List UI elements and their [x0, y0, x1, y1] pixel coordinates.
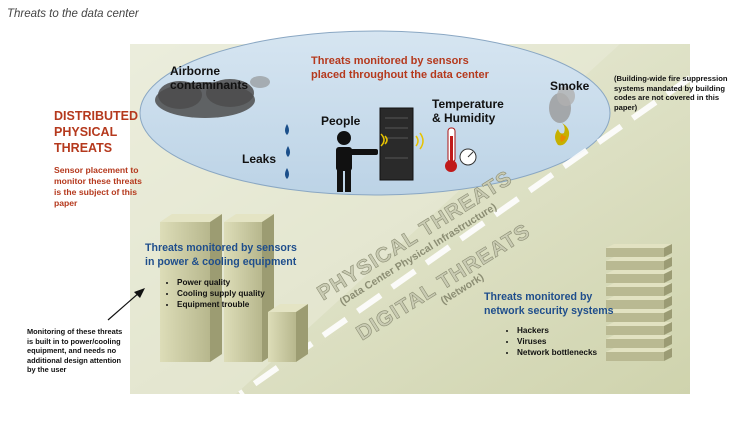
sensors-heading-line: placed throughout the data center: [311, 69, 489, 81]
network-server-stack-icon: [606, 244, 672, 361]
server-slab: [664, 244, 672, 257]
server-slab: [606, 322, 672, 326]
server-slab: [606, 270, 672, 274]
flame-icon: [555, 123, 570, 146]
server-slab: [606, 352, 664, 361]
builtin-note-line: by the user: [27, 365, 67, 375]
person-icon: [336, 131, 378, 192]
network-threats-list: Hackers Viruses Network bottlenecks: [503, 325, 597, 358]
server-slab: [664, 270, 672, 283]
temperature-label: Temperature & Humidity: [432, 97, 504, 125]
server-slab: [606, 300, 664, 309]
distributed-note-line: monitor these threats: [54, 176, 142, 186]
server-slab: [606, 313, 664, 322]
builtin-monitoring-note: Monitoring of these threats is built in …: [27, 327, 122, 375]
list-item: Cooling supply quality: [177, 288, 265, 299]
server-slab: [606, 248, 664, 257]
distributed-note-line: paper: [54, 198, 78, 208]
server-slab: [606, 283, 672, 287]
server-slab: [606, 326, 664, 335]
figure-caption: Threats to the data center: [7, 8, 139, 20]
distributed-threats-note: Sensor placement to monitor these threat…: [54, 165, 142, 209]
server-slab: [606, 309, 672, 313]
fire-note-line: systems mandated by building: [614, 83, 725, 93]
server-slab: [664, 283, 672, 296]
server-slab: [606, 274, 664, 283]
distributed-threats-label: DISTRIBUTED PHYSICAL THREATS: [54, 108, 138, 156]
airborne-label-line: Airborne: [170, 64, 221, 78]
builtin-note-line: is built in to power/cooling: [27, 336, 121, 346]
server-slab: [606, 335, 672, 339]
builtin-note-line: additional design attention: [27, 355, 122, 365]
power-heading-line: Threats monitored by sensors: [145, 242, 297, 254]
power-cooling-heading: Threats monitored by sensors in power & …: [145, 241, 297, 269]
server-rack-icon: [379, 107, 424, 181]
airborne-label: Airborne contaminants: [170, 64, 248, 92]
callout-arrow: [107, 288, 145, 321]
server-slab: [606, 257, 672, 261]
server-slab: [664, 257, 672, 270]
distributed-threats-ellipse: [139, 30, 611, 196]
temperature-label-line: Temperature: [432, 97, 504, 111]
builtin-note-line: Monitoring of these threats: [27, 327, 123, 336]
sensors-heading: Threats monitored by sensors placed thro…: [311, 54, 489, 82]
server-slab: [606, 348, 672, 352]
distributed-label-line: PHYSICAL: [54, 125, 118, 139]
distributed-label-line: THREATS: [54, 141, 113, 155]
server-slab: [606, 261, 664, 270]
power-heading-line: in power & cooling equipment: [145, 256, 297, 268]
server-slab: [606, 339, 664, 348]
network-heading-line: Threats monitored by: [484, 291, 593, 303]
distributed-note-line: is the subject of this: [54, 187, 138, 197]
power-cooling-equipment-icon: [160, 214, 308, 362]
power-cooling-list: Power quality Cooling supply quality Equ…: [163, 277, 265, 310]
cloud-icon: [155, 76, 270, 118]
server-slab: [664, 335, 672, 348]
network-heading-line: network security systems: [484, 305, 614, 317]
server-slab: [606, 287, 664, 296]
smoke-label: Smoke: [550, 79, 590, 93]
list-item: Hackers: [517, 325, 597, 336]
fire-note-line: paper): [614, 102, 638, 112]
builtin-note-line: equipment, and needs no: [27, 346, 117, 356]
distributed-label-line: DISTRIBUTED: [54, 109, 139, 123]
server-slab: [664, 348, 672, 361]
fire-note-line: (Building-wide fire suppression: [614, 74, 728, 83]
smoke-icon: [549, 86, 575, 123]
humidity-gauge-icon: [459, 148, 477, 166]
diagonal-divider: [238, 75, 692, 397]
list-item: Equipment trouble: [177, 299, 265, 310]
leaks-label: Leaks: [242, 152, 277, 166]
temperature-label-line: & Humidity: [432, 111, 496, 125]
server-slab: [664, 296, 672, 309]
fire-suppression-note: (Building-wide fire suppression systems …: [614, 74, 728, 112]
network-heading: Threats monitored by network security sy…: [484, 290, 614, 318]
fire-note-line: codes are not covered in this: [614, 93, 720, 102]
water-drop-icon: [285, 124, 290, 179]
list-item: Network bottlenecks: [517, 347, 597, 358]
thermometer-icon: [445, 127, 457, 172]
server-slab: [664, 309, 672, 322]
server-slab: [606, 296, 672, 300]
list-item: Power quality: [177, 277, 265, 288]
server-slab: [664, 322, 672, 335]
people-label: People: [321, 114, 361, 128]
list-item: Viruses: [517, 336, 597, 347]
airborne-label-line: contaminants: [170, 78, 249, 92]
server-slab: [606, 244, 672, 248]
distributed-note-line: Sensor placement to: [54, 165, 139, 175]
sensors-heading-line: Threats monitored by sensors: [311, 55, 469, 67]
